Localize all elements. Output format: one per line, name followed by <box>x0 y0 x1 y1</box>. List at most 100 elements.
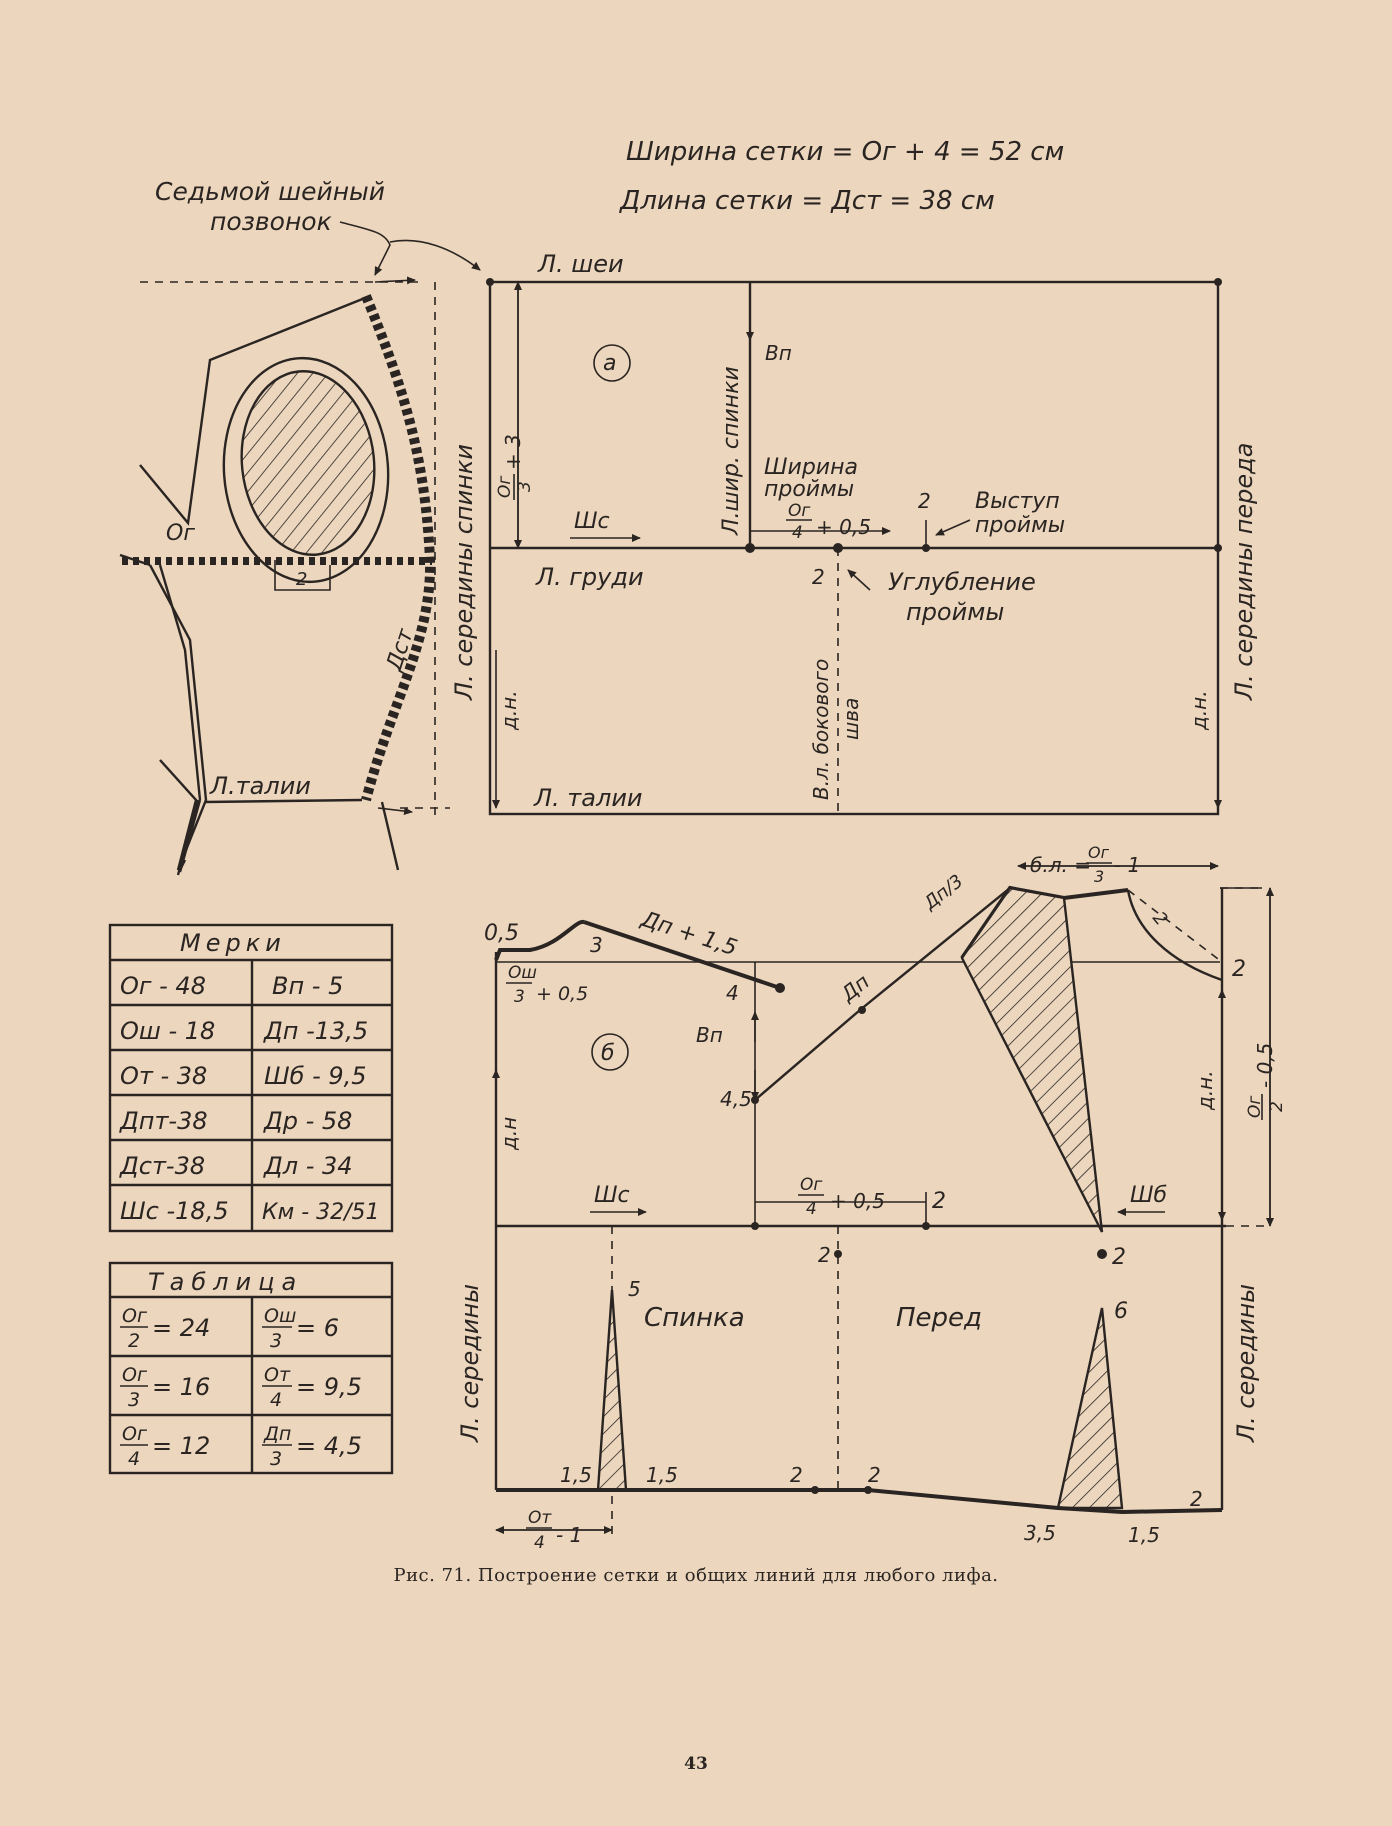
armhole-2-label: 2 <box>296 569 307 590</box>
measures-title: Мерки <box>180 929 286 957</box>
fractions-title: Таблица <box>148 1268 303 1296</box>
measure-cell: От - 38 <box>120 1062 207 1090</box>
fraction-num: Ог <box>122 1423 148 1445</box>
vertebra-label-line1: Седьмой шейный <box>155 177 385 206</box>
vertebra-label-line2: позвонок <box>210 207 332 236</box>
grid-b-vp-label: Вп <box>696 1023 723 1047</box>
measure-cell: Вп - 5 <box>272 972 343 1000</box>
waist-line <box>496 1488 1223 1515</box>
label-0-5: 0,5 <box>484 921 519 946</box>
ot-den: 4 <box>534 1533 545 1553</box>
back-width-line-label: Л.шир. спинки <box>719 366 744 536</box>
spine-measure-band <box>361 294 436 802</box>
side-seam-label2: шва <box>839 698 863 740</box>
armhole-plus-half: + 0,5 <box>816 515 871 539</box>
corner-2-label: 2 <box>1190 1487 1203 1511</box>
dp-third-label: Дп/3 <box>919 871 967 915</box>
back-waist-dart <box>596 1289 628 1492</box>
grid-a-circle-label: а <box>603 351 616 376</box>
fractions-table: Таблица Ог 2 = 24 Ош 3 = 6 Ог 3 = 16 От … <box>108 1261 394 1475</box>
bl-minus: - 1 <box>1114 853 1140 877</box>
back-center-label: Л. середины спинки <box>450 444 478 701</box>
page-number: 43 <box>684 1754 708 1774</box>
measure-cell: Км - 32/51 <box>262 1200 380 1225</box>
og-label: Ог <box>166 521 195 546</box>
label-1-5-front: 1,5 <box>1128 1523 1160 1547</box>
grid-b: б 0,5 3 Дп + 1,5 Ош 3 + 0,5 4 Вп 4,5 Дп … <box>456 843 1287 1553</box>
label-4: 4 <box>726 981 739 1005</box>
armhole-quarter-den: 4 <box>792 523 803 543</box>
fraction-value: = 16 <box>152 1373 210 1401</box>
back-piece-label: Спинка <box>644 1303 745 1333</box>
back-shoulder-line <box>583 920 781 990</box>
protrusion-label1: Выступ <box>975 489 1060 514</box>
fraction-num: Ог <box>122 1364 148 1386</box>
measure-cell: Дл - 34 <box>263 1152 353 1180</box>
protrusion-num: 2 <box>918 489 931 513</box>
measure-cell: Дп -13,5 <box>263 1017 368 1045</box>
half-den: 2 <box>1267 1101 1287 1112</box>
side-figure: Седьмой шейный позвонок Ог 2 Л.талии Дст… <box>119 177 481 876</box>
grid-a: а Л. шеи Л. груди Л. талии Вп Л.шир. спи… <box>486 250 1258 816</box>
fraction-num: Ош <box>264 1305 296 1327</box>
side-waist-label: Л.талии <box>209 772 311 800</box>
after-2-label: 2 <box>932 1189 946 1214</box>
grid-b-circle-label: б <box>601 1041 615 1066</box>
measure-cell: Шб - 9,5 <box>264 1062 367 1090</box>
fraction-den: 3 <box>270 1448 282 1470</box>
grid-b-dn-right: д.н. <box>1193 1070 1217 1111</box>
fraction-num: Ог <box>122 1305 148 1327</box>
osh-plus: + 0,5 <box>536 983 588 1005</box>
measure-cell: Дпт-38 <box>119 1107 208 1135</box>
label-6: 6 <box>1114 1299 1128 1324</box>
grid-b-back-center-label: Л. середины <box>456 1284 484 1443</box>
fraction-num: Дп <box>263 1423 291 1445</box>
half-num: Ог <box>1245 1096 1265 1118</box>
front-center-label: Л. середины переда <box>1230 443 1258 701</box>
ot-minus: - 1 <box>556 1523 582 1547</box>
grid-a-dn-right: д.н. <box>1187 690 1211 731</box>
grid-a-dn-left: д.н. <box>497 690 521 731</box>
measure-cell: Шс -18,5 <box>120 1197 229 1225</box>
bl-label: б.л. = <box>1030 853 1091 877</box>
fraction-den: 4 <box>270 1389 282 1411</box>
grid-width-formula: Ширина сетки = Ог + 4 = 52 см <box>626 137 1064 167</box>
neck-2-label: 2 <box>1148 908 1171 930</box>
osh-den: 3 <box>514 987 525 1007</box>
front-piece-label: Перед <box>896 1303 982 1333</box>
bust-line-label: Л. груди <box>535 563 644 591</box>
deepening-label2: проймы <box>906 598 1004 626</box>
dp-mid-label: Дп <box>836 969 874 1006</box>
arm-hatched-section <box>240 370 376 556</box>
measure-cell: Дст-38 <box>119 1152 205 1180</box>
label-1-5-left: 1,5 <box>560 1463 592 1487</box>
label-5: 5 <box>628 1277 641 1301</box>
ot-num: От <box>528 1508 552 1528</box>
protrusion-label2: проймы <box>975 513 1065 538</box>
front-waist-dart <box>1056 1307 1124 1510</box>
fraction-value: = 9,5 <box>296 1373 362 1401</box>
measures-table: Мерки Ог - 48 Вп - 5 Ош - 18 Дп -13,5 От… <box>108 923 394 1233</box>
neck-line-label: Л. шеи <box>537 250 624 278</box>
arm-outline <box>222 356 390 584</box>
deepening-num: 2 <box>812 565 825 589</box>
grid-a-shs-label: Шс <box>574 509 610 534</box>
side-seam-label1: В.л. бокового <box>809 659 833 800</box>
front-shoulder-dart <box>960 886 1104 1233</box>
measure-cell: Др - 58 <box>263 1107 352 1135</box>
right-2-label: 2 <box>1232 957 1246 982</box>
front-neck-curve <box>1126 889 1223 982</box>
armhole-width-label1: Ширина <box>764 455 858 480</box>
grid-b-quarter-den: 4 <box>806 1199 817 1219</box>
fraction-value: = 6 <box>296 1314 339 1342</box>
measure-cell: Ош - 18 <box>120 1017 215 1045</box>
dp-plus-label: Дп + 1,5 <box>637 907 740 962</box>
half-minus: - 0,5 <box>1253 1043 1277 1088</box>
side-2-label: 2 <box>818 1243 831 1267</box>
label-4-5: 4,5 <box>720 1087 752 1111</box>
grid-b-shs-label: Шс <box>594 1183 630 1208</box>
grid-a-waist-label: Л. талии <box>533 784 643 812</box>
bl-num: Ог <box>1088 843 1110 862</box>
figure-caption: Рис. 71. Построение сетки и общих линий … <box>393 1565 999 1586</box>
